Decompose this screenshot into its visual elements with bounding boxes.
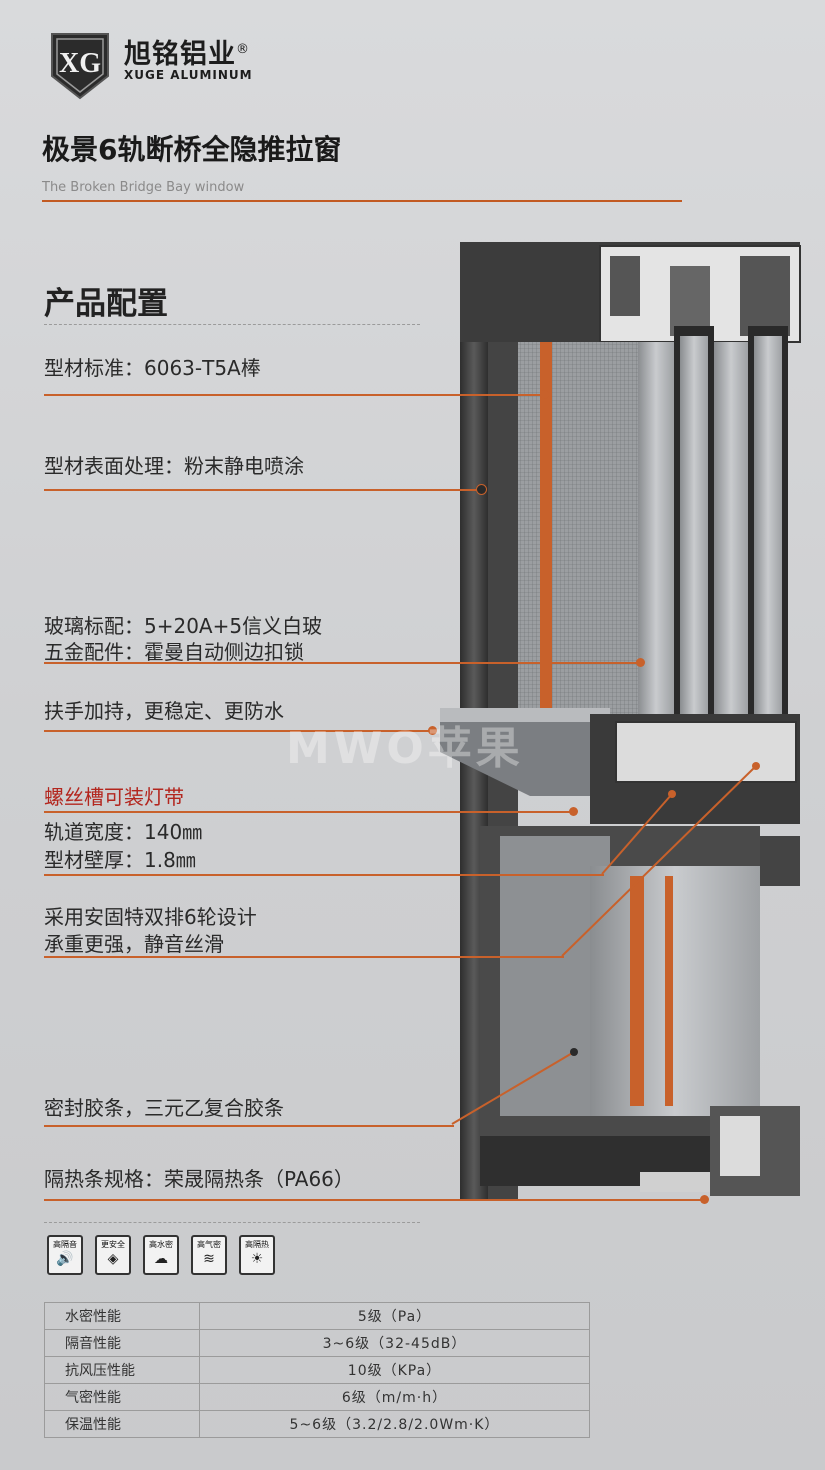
wind-waves-icon: ≋ xyxy=(203,1251,215,1267)
spec-name: 保温性能 xyxy=(44,1410,200,1438)
logo-letters: XG xyxy=(59,48,101,79)
leader-diagonal xyxy=(561,762,760,957)
brand-name-en: XUGE ALUMINUM xyxy=(124,68,253,82)
leader-line xyxy=(44,394,544,396)
feature-profile-standard: 型材标准：6063-T5A棒 xyxy=(44,356,261,380)
window-profile-illustration xyxy=(440,242,801,1201)
leader-dot xyxy=(636,658,645,667)
spec-name: 水密性能 xyxy=(44,1302,200,1330)
leader-dot xyxy=(700,1195,709,1204)
feature-hardware: 五金配件：霍曼自动侧边扣锁 xyxy=(44,640,304,664)
feature-icon-safety: 更安全 ◈ xyxy=(95,1235,131,1275)
brand-name-cn: 旭铭铝业® xyxy=(124,39,250,70)
leader-line xyxy=(44,662,640,664)
leader-line xyxy=(44,1199,702,1201)
leader-line xyxy=(44,956,564,958)
feature-icon-heat-insulation: 高隔热 ☀ xyxy=(239,1235,275,1275)
feature-icon-soundproof: 高隔音 🔊 xyxy=(47,1235,83,1275)
icon-label: 高隔音 xyxy=(53,1240,77,1249)
feature-handrail: 扶手加持，更稳定、更防水 xyxy=(44,699,284,723)
feature-track-width: 轨道宽度：140㎜ xyxy=(44,820,203,844)
brand-logo: XG xyxy=(51,33,109,100)
feature-light-strip-slot: 螺丝槽可装灯带 xyxy=(44,785,184,809)
spec-name: 气密性能 xyxy=(44,1383,200,1411)
feature-glass: 玻璃标配：5+20A+5信义白玻 xyxy=(44,614,323,638)
leader-dot xyxy=(476,484,487,495)
spec-value: 6级（m/m·h） xyxy=(199,1383,590,1411)
registered-mark: ® xyxy=(236,42,250,57)
icon-label: 高气密 xyxy=(197,1240,221,1249)
feature-load-bearing: 承重更强，静音丝滑 xyxy=(44,932,224,956)
feature-wheels: 采用安固特双排6轮设计 xyxy=(44,905,257,929)
leader-dot xyxy=(540,390,549,399)
product-title: 极景6轨断桥全隐推拉窗 xyxy=(42,133,342,166)
section-divider xyxy=(44,324,420,325)
feature-insulation-strip: 隔热条规格：荣晟隔热条（PA66） xyxy=(44,1167,354,1191)
leader-line xyxy=(44,1125,454,1127)
spec-value: 5~6级（3.2/2.8/2.0Wm·K） xyxy=(199,1410,590,1438)
feature-icon-airtight: 高气密 ≋ xyxy=(191,1235,227,1275)
spec-value: 10级（KPa） xyxy=(199,1356,590,1384)
product-subtitle: The Broken Bridge Bay window xyxy=(42,180,245,195)
feature-wall-thickness: 型材壁厚：1.8㎜ xyxy=(44,848,196,872)
leader-line xyxy=(44,489,482,491)
icons-divider xyxy=(44,1222,420,1223)
icon-label: 高隔热 xyxy=(245,1240,269,1249)
spec-name: 隔音性能 xyxy=(44,1329,200,1357)
icon-label: 高水密 xyxy=(149,1240,173,1249)
watermark: MWO苹果 xyxy=(286,723,524,774)
feature-surface-treatment: 型材表面处理：粉末静电喷涂 xyxy=(44,454,304,478)
section-title: 产品配置 xyxy=(44,286,168,322)
feature-sealing-strip: 密封胶条，三元乙复合胶条 xyxy=(44,1096,284,1120)
speaker-icon: 🔊 xyxy=(56,1251,74,1267)
leader-dot xyxy=(569,807,578,816)
title-underline xyxy=(42,200,682,202)
feature-icon-watertight: 高水密 ☁ xyxy=(143,1235,179,1275)
leader-line xyxy=(44,811,574,813)
leader-diagonal xyxy=(601,790,676,875)
shield-icon: ◈ xyxy=(107,1251,119,1267)
spec-value: 5级（Pa） xyxy=(199,1302,590,1330)
leader-line xyxy=(44,730,434,732)
leader-line xyxy=(44,874,604,876)
rain-cloud-icon: ☁ xyxy=(154,1251,168,1267)
icon-label: 更安全 xyxy=(101,1240,125,1249)
leader-dot xyxy=(428,726,437,735)
spec-name: 抗风压性能 xyxy=(44,1356,200,1384)
spec-value: 3~6级（32-45dB） xyxy=(199,1329,590,1357)
sun-icon: ☀ xyxy=(250,1251,264,1267)
leader-diagonal xyxy=(451,1048,578,1125)
